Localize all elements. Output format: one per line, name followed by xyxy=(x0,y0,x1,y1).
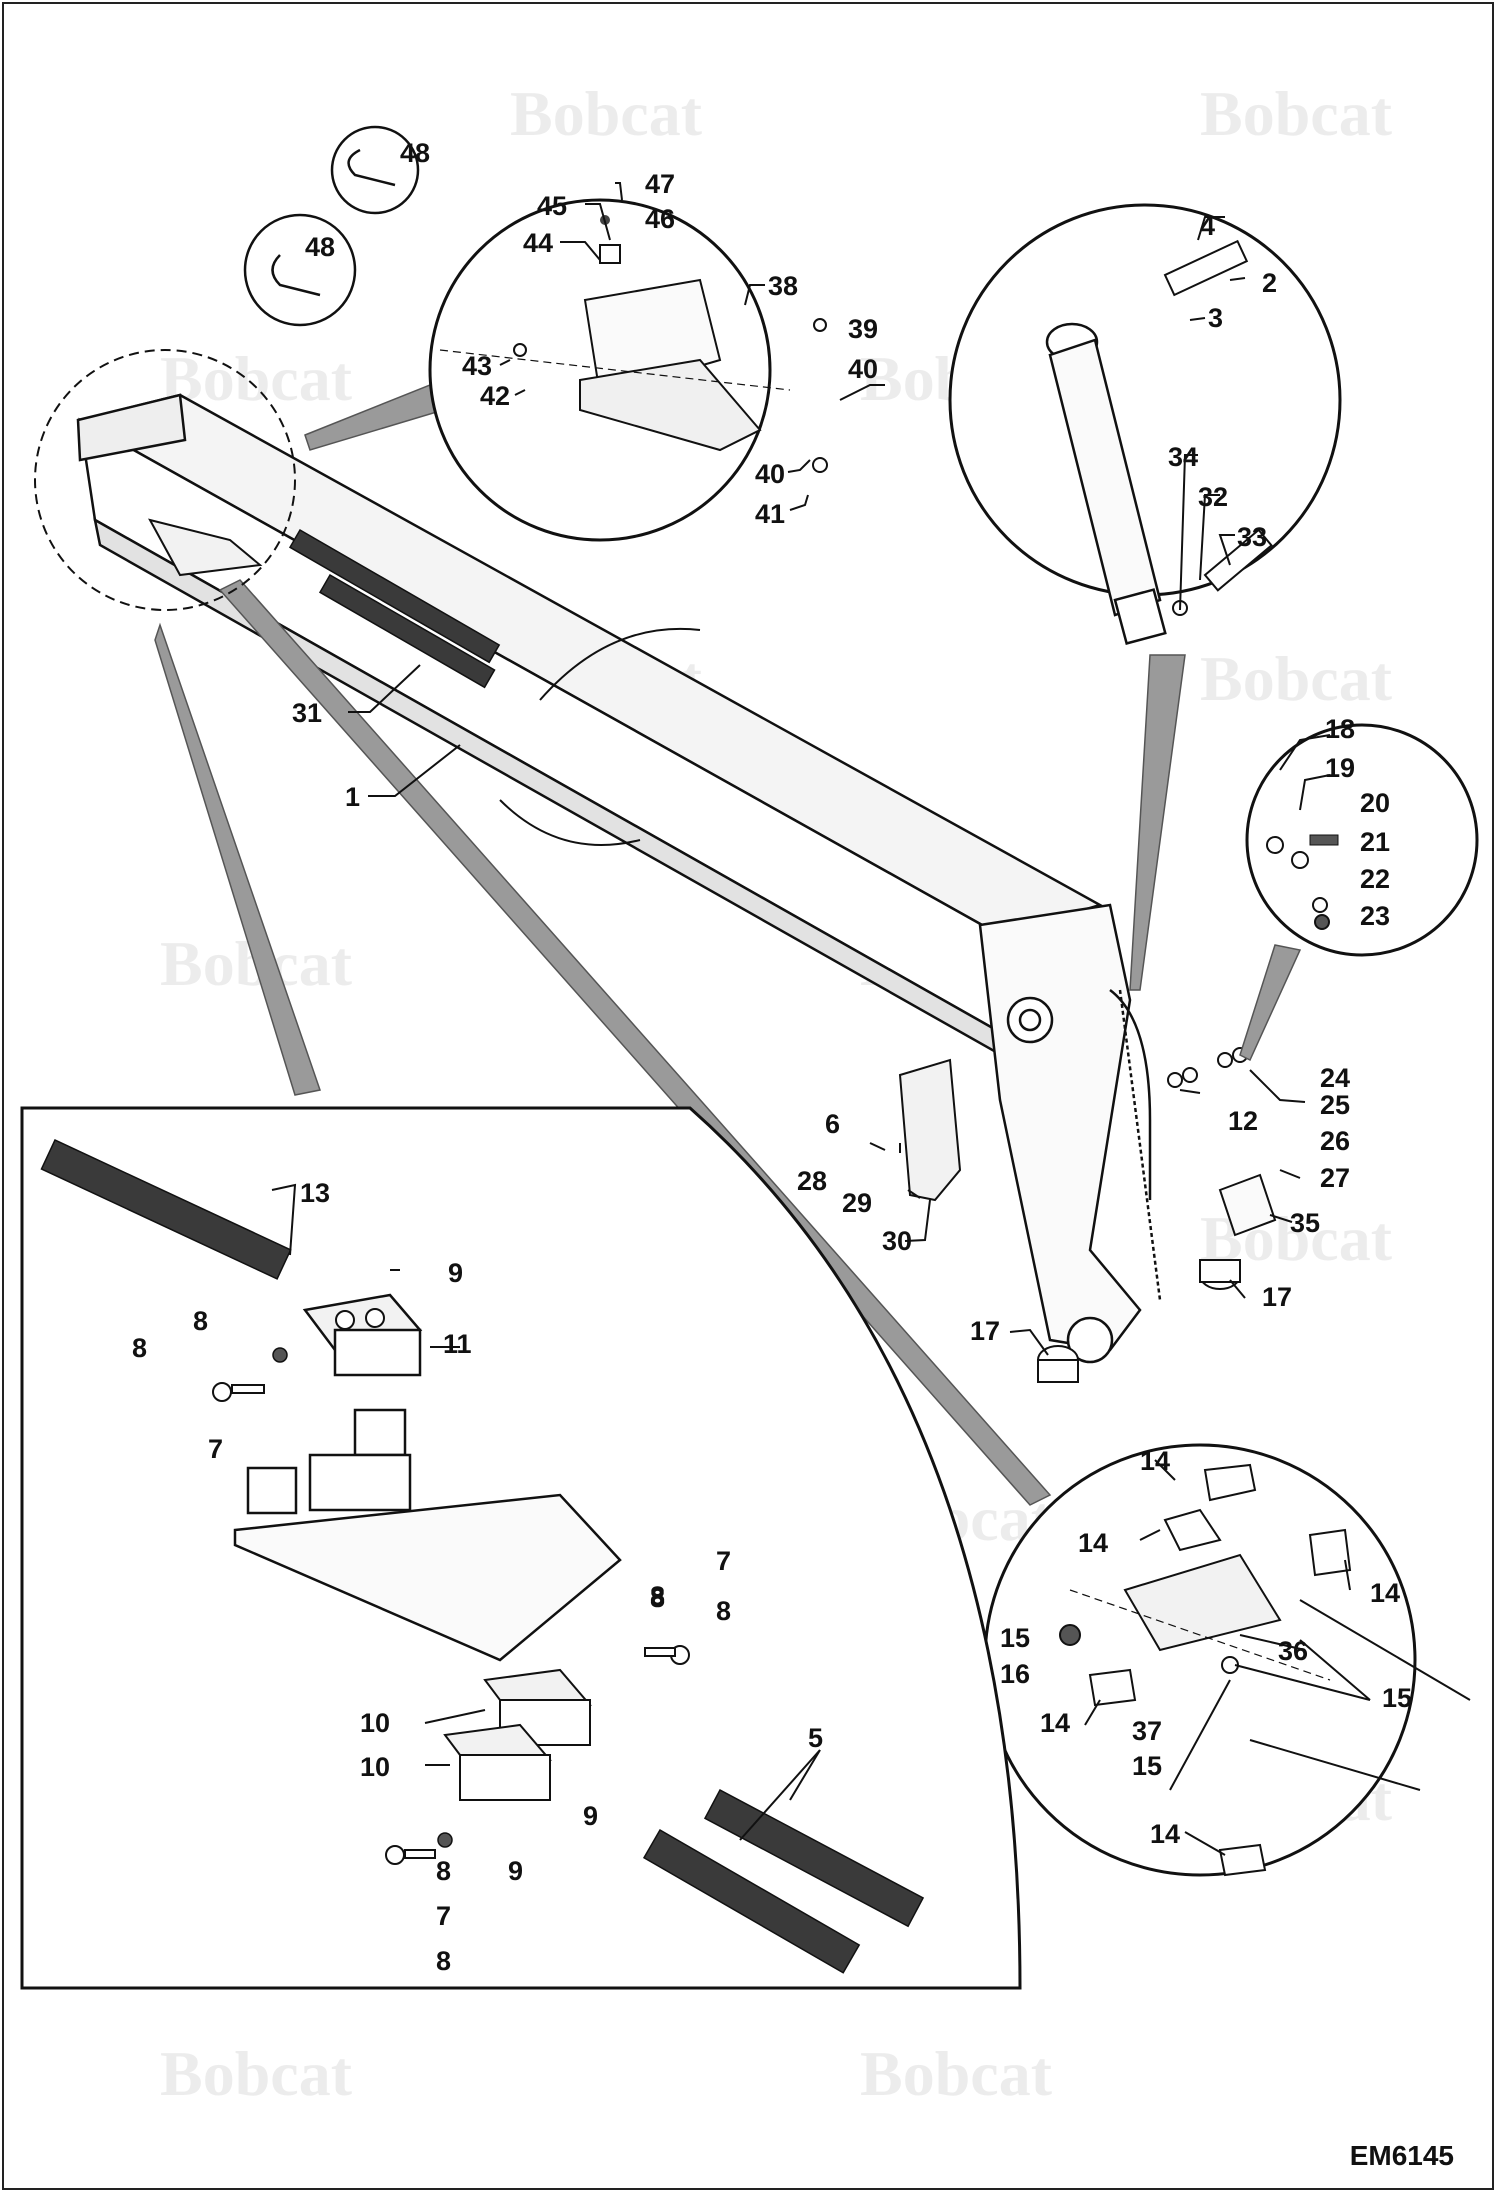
callout-9: 9 xyxy=(508,1856,523,1886)
callout-21: 21 xyxy=(1360,827,1390,857)
callout-17: 17 xyxy=(1262,1282,1292,1312)
callout-17: 17 xyxy=(970,1316,1000,1346)
callout-30: 30 xyxy=(882,1226,912,1256)
svg-text:Bobcat: Bobcat xyxy=(860,2038,1053,2109)
callout-14: 14 xyxy=(1078,1528,1108,1558)
callout-6: 6 xyxy=(825,1109,840,1139)
callout-25: 25 xyxy=(1320,1090,1350,1120)
callout-28: 28 xyxy=(797,1166,827,1196)
callouts: 1 31 4 2 3 34 32 33 38 39 40 40 41 47 46… xyxy=(132,138,1412,1976)
callout-10: 10 xyxy=(360,1708,390,1738)
boom-chain-31 xyxy=(288,528,501,689)
callout-39: 39 xyxy=(848,314,878,344)
front-parts xyxy=(898,1047,1277,1383)
svg-text:Bobcat: Bobcat xyxy=(510,78,703,149)
callout-15: 15 xyxy=(1132,1751,1162,1781)
svg-text:Bobcat: Bobcat xyxy=(1200,78,1393,149)
callout-9: 9 xyxy=(448,1258,463,1288)
callout-18: 18 xyxy=(1325,714,1355,744)
callout-38: 38 xyxy=(768,271,798,301)
callout-5: 5 xyxy=(808,1723,823,1753)
detail-circle-chain-mount xyxy=(983,1443,1471,1877)
callout-14: 14 xyxy=(1150,1819,1180,1849)
detail-circle-hose-clamp xyxy=(243,125,420,327)
callout-26: 26 xyxy=(1320,1126,1350,1156)
callout-8: 8 xyxy=(193,1306,208,1336)
callout-20: 20 xyxy=(1360,788,1390,818)
callout-48: 48 xyxy=(400,138,430,168)
callout-7: 7 xyxy=(208,1434,223,1464)
callout-31: 31 xyxy=(292,698,322,728)
detail-circle-mount xyxy=(428,198,828,542)
callout-40: 40 xyxy=(848,354,878,384)
callout-3: 3 xyxy=(1208,303,1223,333)
detail-large-chain-assembly xyxy=(20,1106,1022,1990)
callout-45: 45 xyxy=(537,191,567,221)
callout-15: 15 xyxy=(1382,1683,1412,1713)
callout-12: 12 xyxy=(1228,1106,1258,1136)
callout-16: 16 xyxy=(1000,1659,1030,1689)
callout-8: 8 xyxy=(436,1856,451,1886)
svg-text:Bobcat: Bobcat xyxy=(1200,643,1393,714)
callout-7: 7 xyxy=(436,1901,451,1931)
callout-43: 43 xyxy=(462,351,492,381)
callout-41: 41 xyxy=(755,499,785,529)
callout-8: 8 xyxy=(650,1583,665,1613)
callout-40: 40 xyxy=(755,459,785,489)
callout-8: 8 xyxy=(132,1333,147,1363)
callout-36: 36 xyxy=(1278,1636,1308,1666)
callout-42: 42 xyxy=(480,381,510,411)
callout-10: 10 xyxy=(360,1752,390,1782)
callout-9: 9 xyxy=(583,1801,598,1831)
callout-11: 11 xyxy=(443,1329,472,1359)
callout-22: 22 xyxy=(1360,864,1390,894)
detail-connectors xyxy=(154,373,1302,1506)
callout-33: 33 xyxy=(1237,522,1267,552)
callout-19: 19 xyxy=(1325,753,1355,783)
callout-48: 48 xyxy=(305,232,335,262)
callout-15: 15 xyxy=(1000,1623,1030,1653)
callout-8: 8 xyxy=(650,1581,665,1611)
main-boom xyxy=(76,393,1162,1364)
callout-27: 27 xyxy=(1320,1163,1350,1193)
callout-2: 2 xyxy=(1262,268,1277,298)
leader-lines xyxy=(271,182,1371,1856)
callout-35: 35 xyxy=(1290,1208,1320,1238)
detail-circle-cylinder xyxy=(948,203,1342,645)
callout-1: 1 xyxy=(345,782,360,812)
callout-13: 13 xyxy=(300,1178,330,1208)
callout-24: 24 xyxy=(1320,1063,1350,1093)
diagram-code: EM6145 xyxy=(1349,2140,1454,2171)
callout-8: 8 xyxy=(436,1946,451,1976)
callout-46: 46 xyxy=(645,204,675,234)
callout-7: 7 xyxy=(716,1546,731,1576)
callout-34: 34 xyxy=(1168,442,1198,472)
callout-23: 23 xyxy=(1360,901,1390,931)
callout-8: 8 xyxy=(716,1596,731,1626)
callout-14: 14 xyxy=(1370,1578,1400,1608)
callout-29: 29 xyxy=(842,1188,872,1218)
callout-44: 44 xyxy=(523,228,553,258)
callout-14: 14 xyxy=(1140,1446,1170,1476)
svg-text:Bobcat: Bobcat xyxy=(160,2038,353,2109)
callout-32: 32 xyxy=(1198,482,1228,512)
detail-circle-end-plate xyxy=(34,349,296,611)
callout-4: 4 xyxy=(1200,211,1215,241)
callout-14: 14 xyxy=(1040,1708,1070,1738)
callout-37: 37 xyxy=(1132,1716,1162,1746)
callout-47: 47 xyxy=(645,169,675,199)
